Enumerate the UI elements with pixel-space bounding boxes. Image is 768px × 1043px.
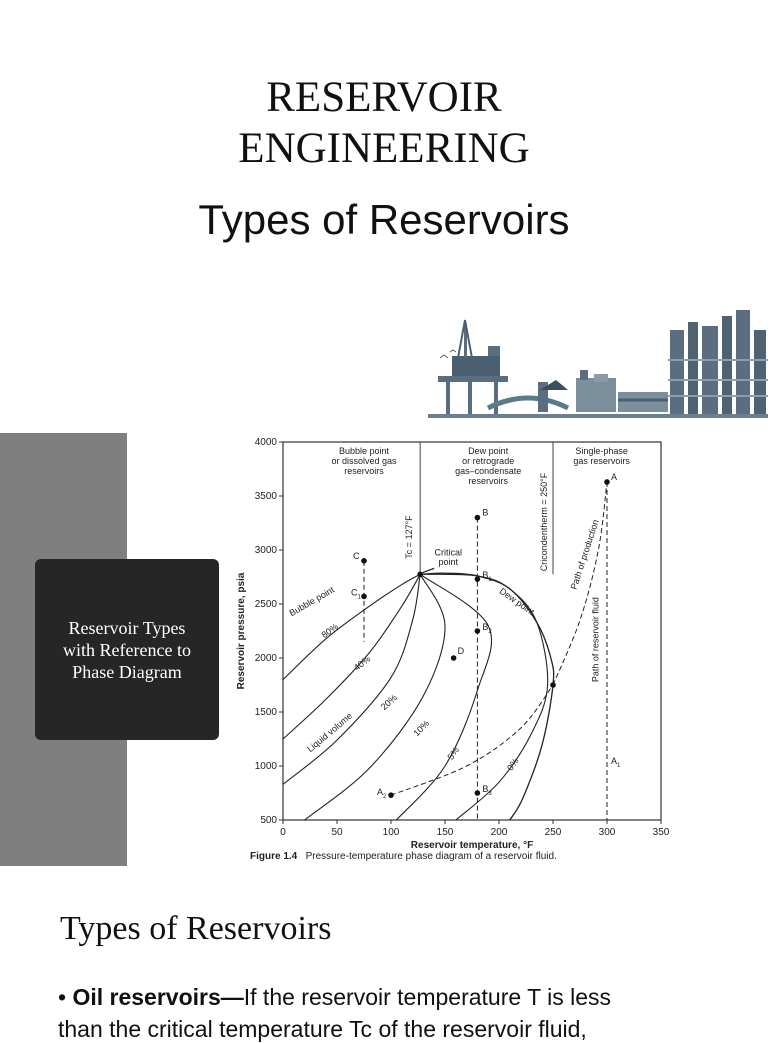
region-label: reservoirs <box>468 476 508 486</box>
quality-line <box>304 574 446 821</box>
bullet-text: If the reservoir temperature T is less <box>243 984 612 1010</box>
data-point <box>417 571 423 578</box>
figure-caption-text: Pressure-temperature phase diagram of a … <box>305 851 557 862</box>
y-tick-label: 4000 <box>255 437 278 448</box>
x-axis-label: Reservoir temperature, °F <box>411 840 533 851</box>
y-tick-label: 3000 <box>255 545 278 556</box>
point-label-subscript: 2 <box>488 629 492 635</box>
figure-caption-label: Figure 1.4 <box>250 851 298 862</box>
x-tick-label: 50 <box>331 827 343 838</box>
data-point <box>361 593 367 600</box>
cricondentherm-label: Cricondentherm = 250°F <box>539 472 549 571</box>
production-path <box>552 481 608 686</box>
data-point <box>474 514 481 521</box>
quality-line <box>420 573 549 821</box>
x-tick-label: 350 <box>653 827 670 838</box>
quality-line <box>282 573 421 680</box>
point-label-subscript: 1 <box>358 594 362 600</box>
region-label: or dissolved gas <box>331 456 397 466</box>
point-label-subscript: 1 <box>488 577 492 583</box>
y-tick-label: 1500 <box>255 707 278 718</box>
quality-line <box>282 574 421 785</box>
point-label-subscript: 1 <box>617 763 621 769</box>
title-line-1: RESERVOIR <box>266 74 502 121</box>
page-subtitle: Types of Reservoirs <box>198 196 570 243</box>
y-axis-label: Reservoir pressure, psia <box>236 572 247 689</box>
y-tick-label: 2000 <box>255 653 278 664</box>
tc-label: Tc = 127°F <box>404 515 414 559</box>
path-fluid-label: Path of reservoir fluid <box>590 597 600 682</box>
point-label: D <box>458 646 465 656</box>
region-label: or retrograde <box>462 456 514 466</box>
quality-line <box>282 574 421 740</box>
region-label: gas–condensate <box>455 466 521 476</box>
data-point <box>604 479 610 485</box>
point-label-subscript: 3 <box>488 791 492 797</box>
data-point <box>550 682 556 688</box>
data-point <box>388 792 394 798</box>
region-label: Dew point <box>468 446 509 456</box>
point-label: B3 <box>482 784 492 797</box>
production-path-lower <box>390 684 554 796</box>
x-tick-label: 300 <box>599 827 616 838</box>
region-label: gas reservoirs <box>573 456 630 466</box>
point-label: C <box>353 551 360 561</box>
y-tick-label: 1000 <box>255 761 278 772</box>
x-tick-label: 150 <box>437 827 454 838</box>
point-label: A1 <box>611 756 621 769</box>
plot-frame <box>282 441 662 821</box>
region-label: reservoirs <box>344 466 384 476</box>
y-tick-label: 2500 <box>255 599 278 610</box>
point-label: C1 <box>351 587 362 600</box>
bullet-bold-term: Oil reservoirs— <box>72 984 244 1010</box>
section-title: Types of Reservoirs <box>60 910 332 947</box>
phase-diagram-chart: 0 50 100 150 200 250 300 350 500 1000 1500 2000 2500… <box>236 437 670 851</box>
bullet-oil-reservoirs: • Oil reservoirs—If the reservoir temper… <box>58 984 611 1011</box>
data-point <box>361 558 367 564</box>
critical-point-arrow <box>422 567 435 574</box>
data-point <box>474 628 481 634</box>
point-label: B2 <box>482 622 492 635</box>
bullet-symbol: • <box>58 984 67 1010</box>
data-point <box>474 790 481 796</box>
critical-point-label-2: point <box>438 557 458 567</box>
dew-point-curve <box>420 572 555 821</box>
x-tick-label: 0 <box>280 827 286 838</box>
title-line-2: ENGINEERING <box>238 125 530 172</box>
data-point <box>450 655 457 661</box>
point-label: B1 <box>482 570 492 583</box>
figure-caption: Figure 1.4 Pressure-temperature phase di… <box>250 851 557 862</box>
point-label: A <box>611 472 617 482</box>
critical-point-label: Critical <box>434 547 462 557</box>
y-tick-label: 3500 <box>255 491 278 502</box>
point-label-subscript: 2 <box>383 794 387 800</box>
y-tick-label: 500 <box>260 815 277 826</box>
phase-diagram-label-box: Reservoir Types with Reference to Phase … <box>35 559 219 740</box>
x-tick-label: 200 <box>491 827 508 838</box>
bullet-continuation: than the critical temperature Tc of the … <box>58 1016 587 1042</box>
x-tick-label: 250 <box>545 827 562 838</box>
x-tick-label: 100 <box>383 827 400 838</box>
industrial-skyline-icon <box>428 310 768 418</box>
point-label: B <box>482 508 488 518</box>
region-label: Single-phase <box>575 446 628 456</box>
point-label: A2 <box>377 787 387 800</box>
data-point <box>474 576 481 582</box>
region-label: Bubble point <box>339 446 390 456</box>
